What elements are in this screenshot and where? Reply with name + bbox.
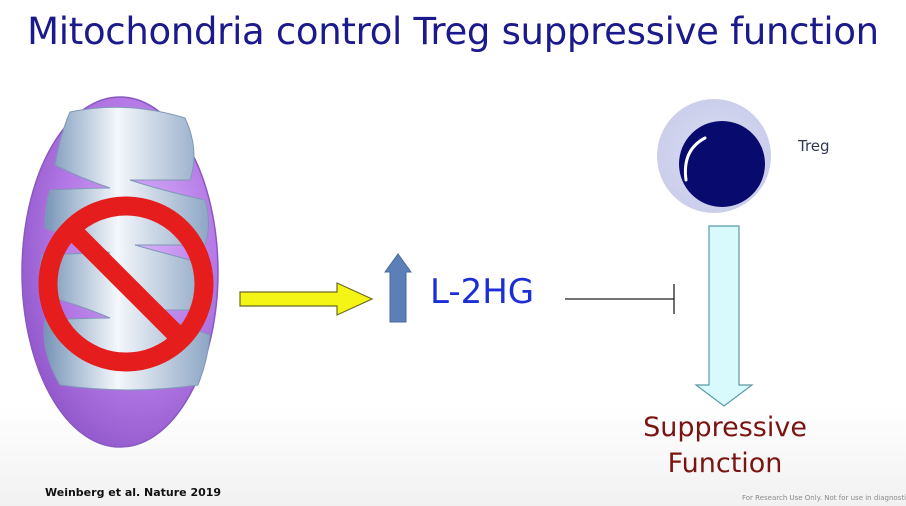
inhibition-line (565, 284, 675, 314)
citation: Weinberg et al. Nature 2019 (45, 486, 222, 499)
slide-title: Mitochondria control Treg suppressive fu… (27, 10, 879, 53)
metabolite-label: L-2HG (430, 272, 535, 312)
outcome-line-1: Suppressive (643, 412, 807, 443)
outcome-label: Suppressive Function (620, 410, 830, 482)
outcome-line-2: Function (667, 448, 783, 479)
treg-cell-icon (657, 99, 771, 213)
disclaimer: For Research Use Only. Not for use in di… (742, 494, 906, 502)
yellow-arrow (239, 282, 374, 316)
up-arrow-icon (384, 253, 412, 323)
treg-label: Treg (798, 137, 830, 155)
down-arrow-icon (694, 225, 754, 407)
prohibition-icon (38, 196, 214, 372)
